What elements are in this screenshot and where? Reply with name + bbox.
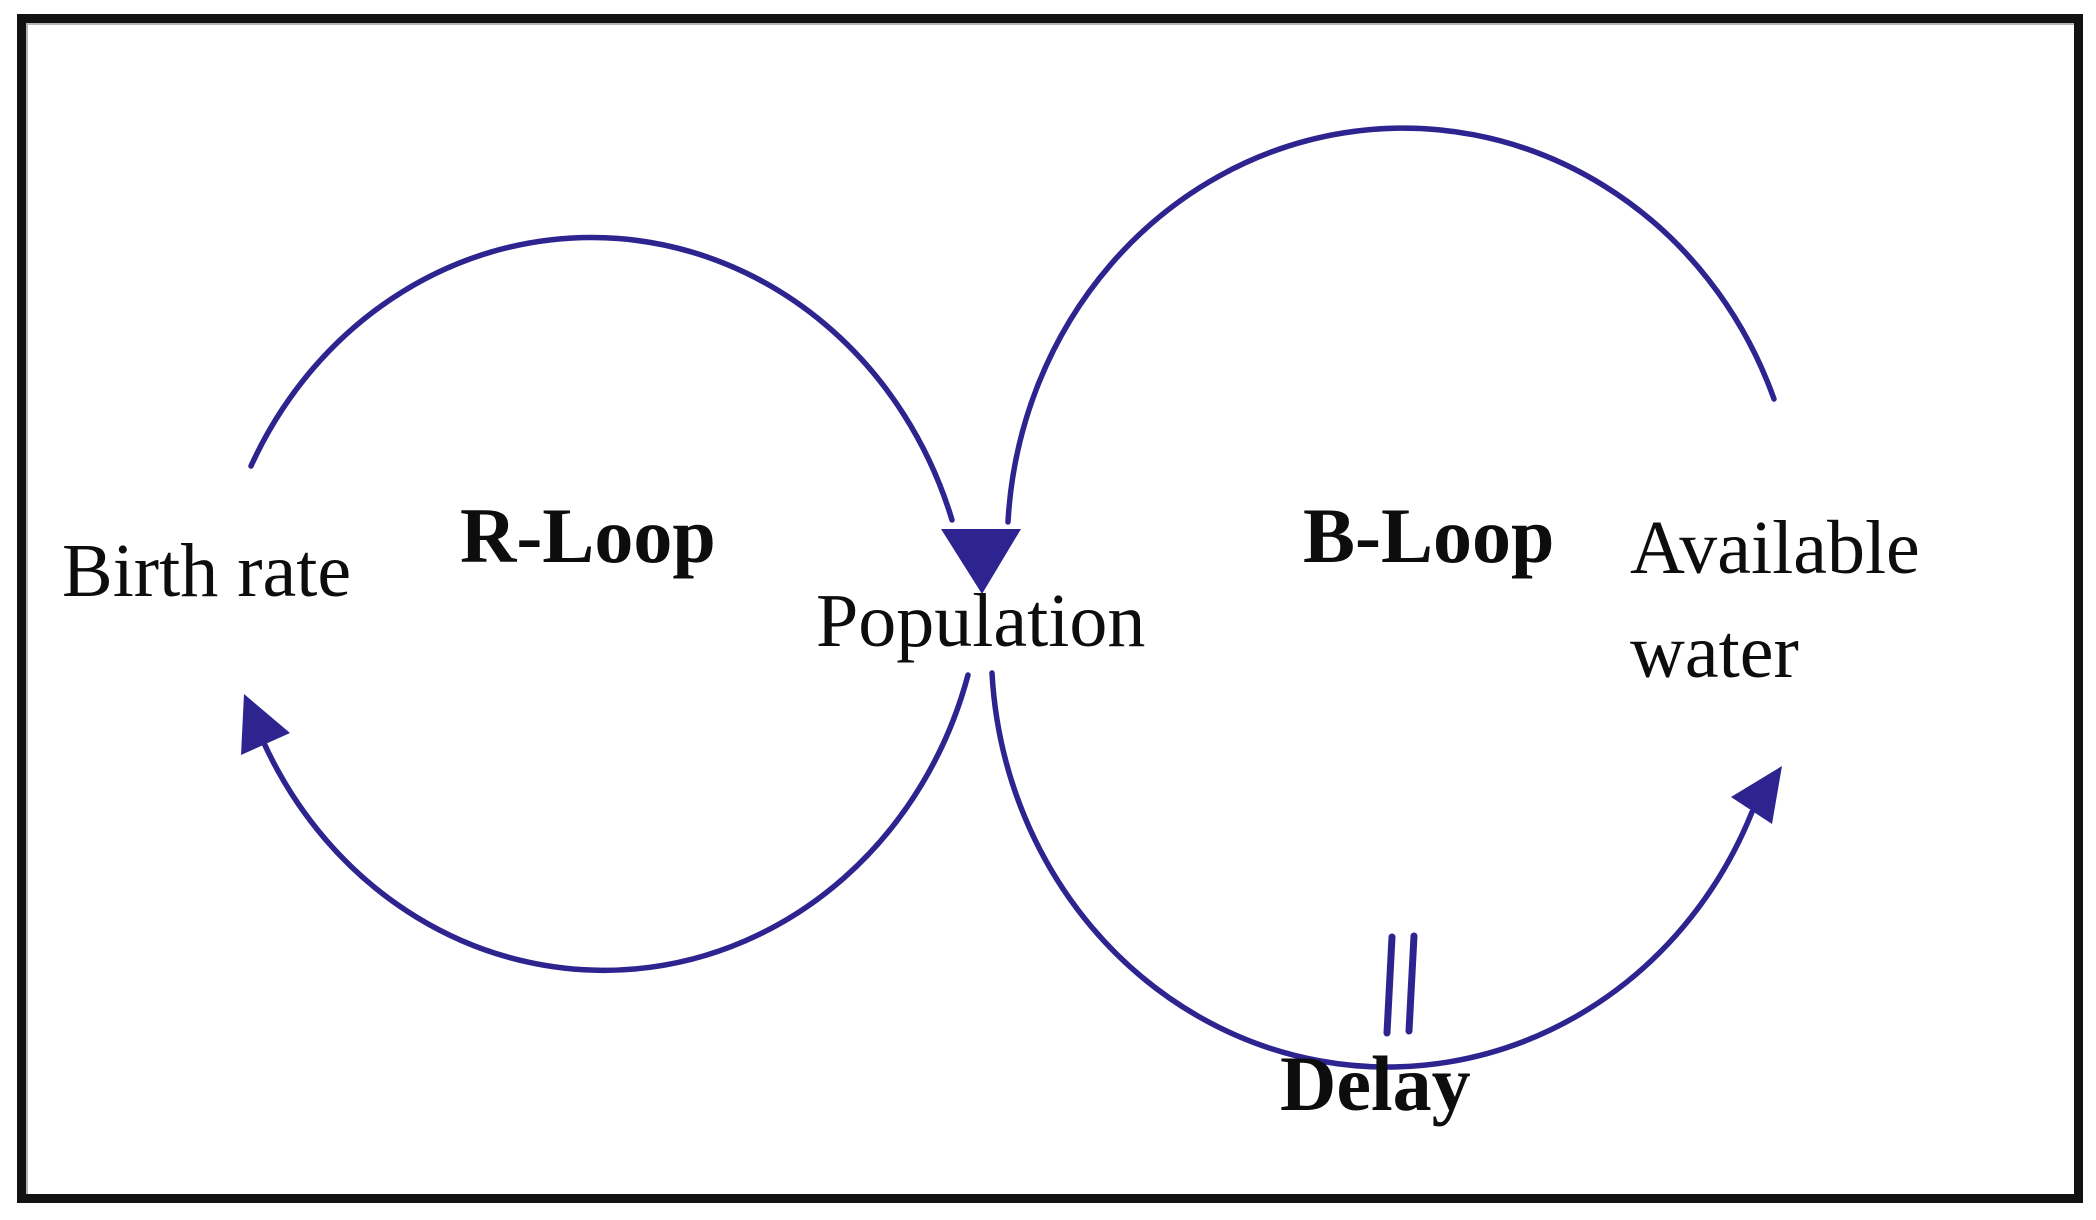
arc-birth-rate-to-population [248, 234, 955, 523]
arc-available-water-to-population [1005, 125, 1777, 525]
node-label-population: Population [816, 579, 1146, 663]
arrowhead-into-population [941, 529, 1021, 594]
diagram-border [17, 14, 2083, 1203]
arc-population-to-available-water [989, 670, 1755, 1070]
loop-label-r-loop: R-Loop [460, 492, 716, 579]
arrowhead-into-birth-rate [241, 694, 290, 755]
delay-label: Delay [1280, 1040, 1471, 1127]
loop-label-b-loop: B-Loop [1303, 492, 1555, 579]
node-label-available-water: Available water [1630, 506, 1920, 694]
delay-marks-icon [1383, 932, 1418, 1037]
arc-population-to-birth-rate [260, 672, 971, 974]
node-label-birth-rate: Birth rate [62, 529, 352, 613]
arrowhead-into-available-water [1731, 766, 1782, 824]
